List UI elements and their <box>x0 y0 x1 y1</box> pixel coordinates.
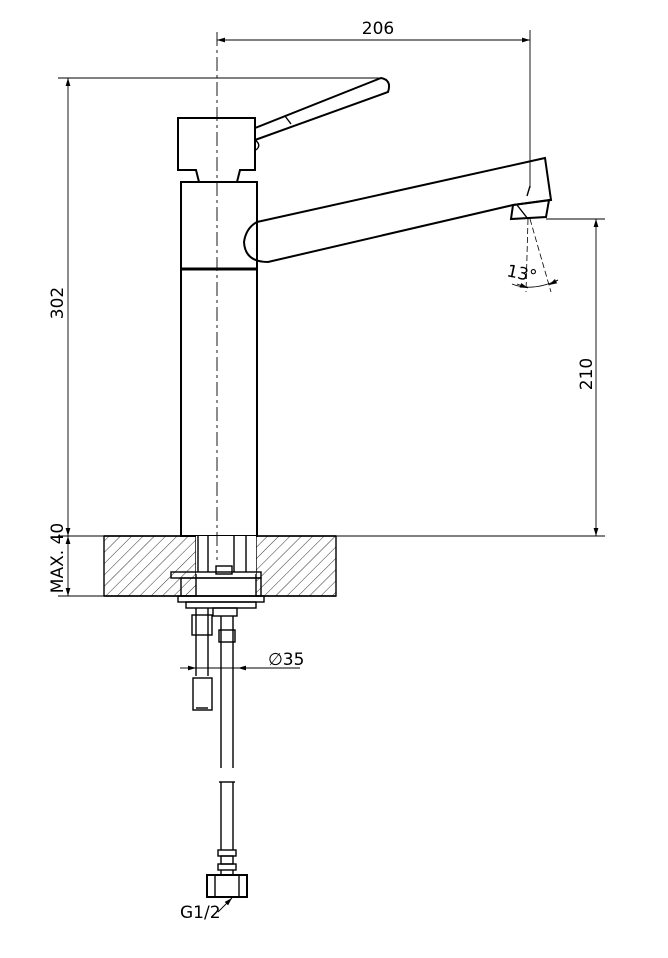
dim-shank-diameter-label: ∅35 <box>268 650 304 670</box>
dim-max-countertop-label: MAX. 40 <box>48 523 68 593</box>
mounting-hardware <box>170 536 265 898</box>
dim-total-height-label: 302 <box>48 287 68 319</box>
connection-label: G1/2 <box>180 903 221 923</box>
dim-spout-reach-label: 206 <box>362 19 394 39</box>
dim-spout-height-label: 210 <box>577 358 597 390</box>
dim-spout-angle-label: 13° <box>505 261 539 287</box>
dim-spout-height <box>336 218 605 537</box>
connection-leader <box>217 897 233 913</box>
dim-max-countertop <box>58 536 104 597</box>
dim-spout-angle <box>511 218 559 293</box>
faucet-body <box>177 76 553 537</box>
dim-total-height <box>58 77 380 537</box>
dim-spout-reach <box>217 30 531 188</box>
